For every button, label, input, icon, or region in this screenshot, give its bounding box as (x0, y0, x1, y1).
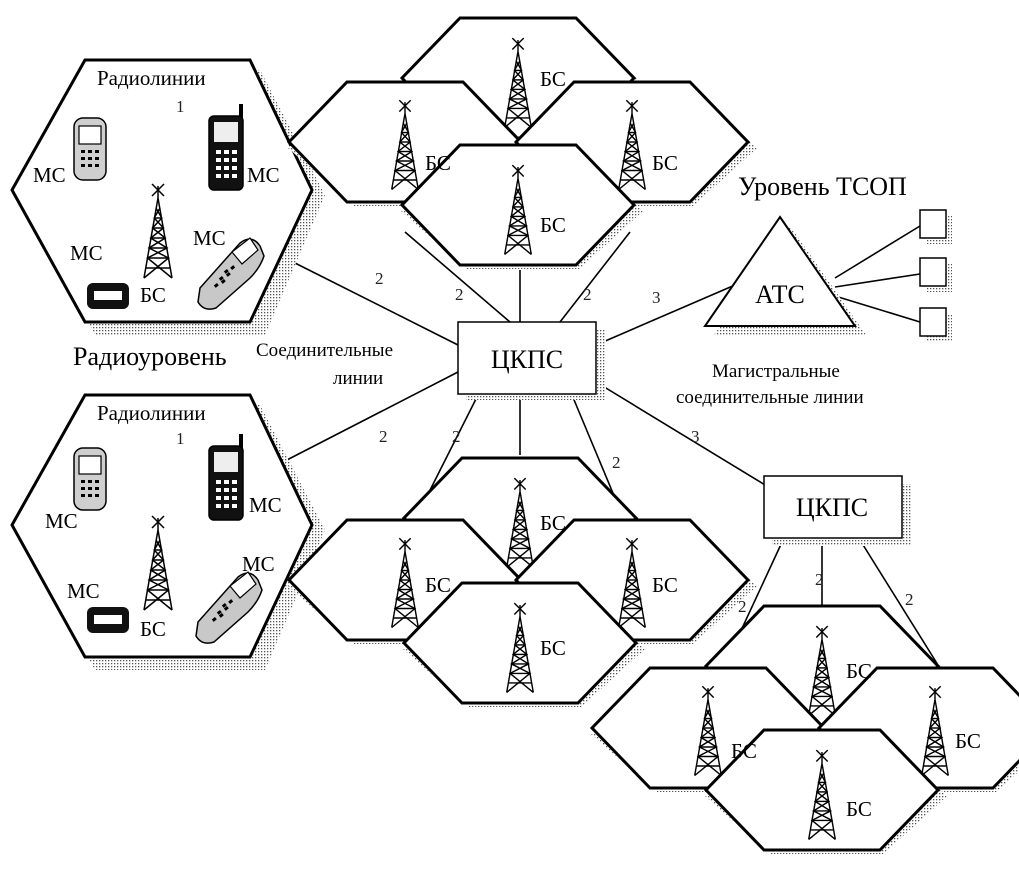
ms-label: МС (247, 163, 280, 187)
trunk-lines-label: соединительные линии (676, 387, 864, 408)
ms-label: МС (45, 509, 78, 533)
mobile-phone-icon (73, 447, 107, 511)
bs-label: БС (955, 729, 981, 753)
ats-label: АТС (755, 280, 805, 309)
ms-label: МС (70, 241, 103, 265)
bs-cluster-top: БС БС БС БС (286, 16, 759, 271)
radio-level-label: Радиоуровень (73, 342, 227, 371)
link-number: 2 (583, 285, 592, 304)
bs-label: БС (540, 511, 566, 535)
connecting-lines-label: Соединительные (256, 340, 393, 361)
ms-label: МС (193, 226, 226, 250)
link-number: 3 (691, 427, 700, 446)
bs-label: БС (540, 213, 566, 237)
link-number-1-bottom: 1 (176, 429, 185, 448)
bs-label: БС (652, 573, 678, 597)
link-number: 2 (905, 590, 914, 609)
bs-cluster-bottom-right: БС БС БС БС (589, 604, 1019, 856)
trunk-lines-label: Магистральные (712, 361, 840, 382)
ms-label: МС (67, 579, 100, 603)
bs-label: БС (540, 67, 566, 91)
bs-label: БС (140, 617, 166, 641)
bs-label: БС (425, 151, 451, 175)
msc-box-secondary: ЦКПС (763, 475, 912, 546)
ms-label: МС (242, 552, 275, 576)
subscriber-terminals (919, 209, 952, 342)
radio-links-label-top: Радиолинии (97, 66, 206, 90)
bs-label: БС (540, 636, 566, 660)
link-number: 2 (612, 453, 621, 472)
link-number: 2 (455, 285, 464, 304)
connecting-lines-label: линии (333, 368, 383, 389)
pager-icon (87, 283, 129, 309)
link-number: 2 (738, 597, 747, 616)
msc-label: ЦКПС (796, 493, 868, 522)
bs-cluster-middle: БС БС БС БС (286, 456, 759, 709)
mobile-phone-icon (73, 117, 107, 181)
link-number: 3 (652, 288, 661, 307)
radio-cell-top: Радиолинии 1 МС МС МС МС БС (10, 58, 325, 335)
bs-label: БС (425, 573, 451, 597)
link-number: 2 (452, 427, 461, 446)
psn-level-label: Уровень ТСОП (738, 172, 907, 201)
msc-box-central: ЦКПС (457, 321, 606, 400)
mobile-phone-icon (208, 103, 244, 191)
msc-label: ЦКПС (491, 345, 563, 374)
radio-links-label-bottom: Радиолинии (97, 401, 206, 425)
link-number-1-top: 1 (176, 97, 185, 116)
ms-label: МС (249, 493, 282, 517)
mobile-phone-icon (208, 433, 244, 521)
link-number: 2 (815, 570, 824, 589)
bs-label: БС (846, 659, 872, 683)
radio-cell-bottom: Радиолинии 1 МС МС МС МС БС (10, 393, 325, 670)
ats-triangle: АТС (703, 215, 866, 335)
bs-label: БС (652, 151, 678, 175)
bs-label: БС (731, 739, 757, 763)
link-number: 2 (379, 427, 388, 446)
ms-label: МС (33, 163, 66, 187)
pager-icon (87, 607, 129, 633)
bs-label: БС (846, 797, 872, 821)
link-number: 2 (375, 269, 384, 288)
link-numbers: 2 2 2 3 2 2 2 3 2 2 2 (375, 269, 914, 616)
bs-label: БС (140, 283, 166, 307)
